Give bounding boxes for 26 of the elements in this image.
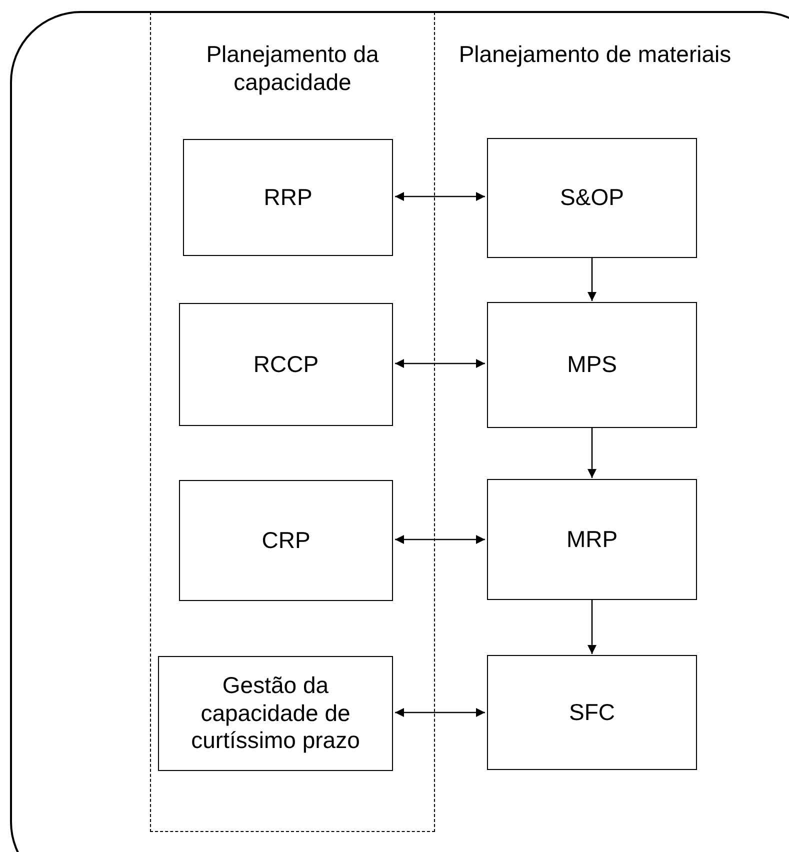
box-label: SFC [569, 698, 615, 726]
arrow [588, 428, 596, 478]
arrow [395, 708, 485, 717]
box-label: CRP [262, 526, 310, 554]
arrow [395, 535, 485, 544]
process-box [179, 480, 393, 601]
arrow [588, 600, 596, 654]
box-label: S&OP [560, 184, 624, 212]
column-heading: Planejamento de materiais [458, 40, 732, 69]
arrow [588, 258, 596, 301]
process-box [487, 138, 697, 258]
arrow [395, 192, 485, 201]
dashed-group-box [150, 12, 435, 832]
process-box [487, 479, 697, 600]
box-label: RCCP [253, 350, 319, 378]
box-label: MPS [567, 351, 617, 379]
process-box [183, 139, 393, 256]
box-label: MRP [566, 526, 618, 554]
process-box [158, 656, 393, 771]
arrow [395, 359, 485, 368]
box-label: RRP [264, 184, 312, 212]
process-box [179, 303, 393, 426]
process-box [487, 655, 697, 770]
group-heading: Planejamento da capacidade [205, 41, 380, 96]
box-label: Gestão da capacidade de curtíssimo prazo [190, 672, 361, 755]
process-box [487, 302, 697, 428]
